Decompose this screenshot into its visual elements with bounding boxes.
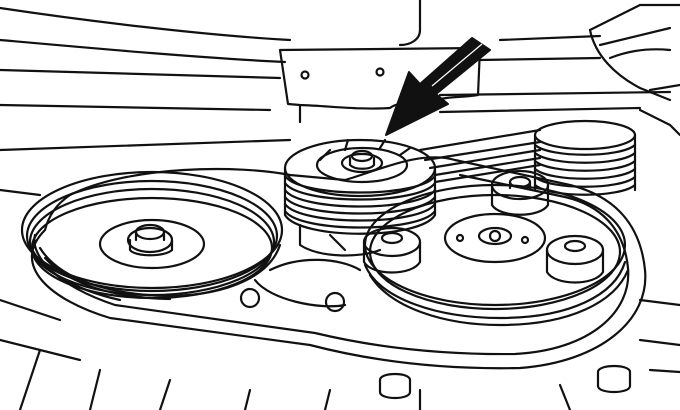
lower-housing — [239, 233, 362, 313]
idler-roller-top — [490, 169, 550, 216]
bottom-bolts — [378, 364, 632, 400]
arrow-icon — [385, 37, 491, 136]
large-left-pulley — [20, 170, 284, 301]
upper-right-pulley — [533, 119, 637, 196]
idler-roller-left — [362, 226, 422, 274]
idler-roller-right — [545, 234, 605, 284]
upper-right-component — [588, 3, 680, 102]
right-pulley-assembly — [363, 183, 630, 327]
upper-belt-span — [418, 128, 542, 184]
